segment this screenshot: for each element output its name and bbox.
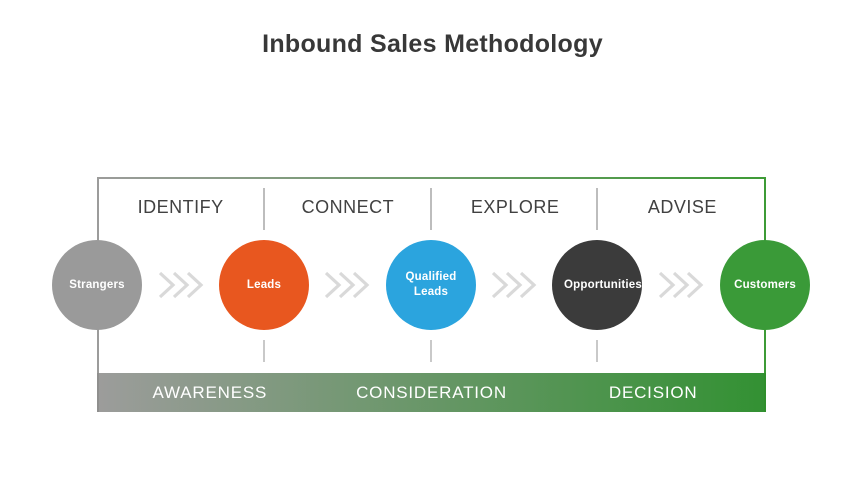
phase-tick <box>263 340 265 362</box>
stage-label-identify: IDENTIFY <box>137 196 224 217</box>
triple-chevron-icon <box>158 271 204 299</box>
phase-label-consideration: CONSIDERATION <box>356 382 507 402</box>
phase-bar: AWARENESS CONSIDERATION DECISION <box>97 373 766 412</box>
circle-customers-label: Customers <box>734 278 796 291</box>
circle-leads-label: Leads <box>246 278 282 291</box>
stage-label-row: IDENTIFY CONNECT EXPLORE ADVISE <box>97 177 766 237</box>
circle-opportunities: Opportunities <box>552 240 642 330</box>
triple-chevron-icon <box>491 271 537 299</box>
circle-qualified-leads: Qualified Leads <box>386 240 476 330</box>
circle-opportunities-label: Opportunities <box>564 278 642 291</box>
phase-tick <box>430 340 432 362</box>
circle-leads: Leads <box>219 240 309 330</box>
circle-strangers: Strangers <box>52 240 142 330</box>
circle-customers: Customers <box>720 240 810 330</box>
triple-chevron-icon <box>324 271 370 299</box>
circle-strangers-label: Strangers <box>69 278 125 291</box>
stage-divider <box>596 188 598 230</box>
page-title: Inbound Sales Methodology <box>262 30 603 58</box>
phase-label-awareness: AWARENESS <box>152 382 268 402</box>
stage-divider <box>430 188 432 230</box>
circle-qualified-leads-label: Qualified Leads <box>405 271 457 298</box>
phase-tick <box>596 340 598 362</box>
stage-label-explore: EXPLORE <box>470 196 560 217</box>
phase-label-decision: DECISION <box>608 382 698 402</box>
triple-chevron-icon <box>658 271 704 299</box>
stage-label-connect: CONNECT <box>301 196 395 217</box>
stage-label-advise: ADVISE <box>647 196 717 217</box>
stage-divider <box>263 188 265 230</box>
